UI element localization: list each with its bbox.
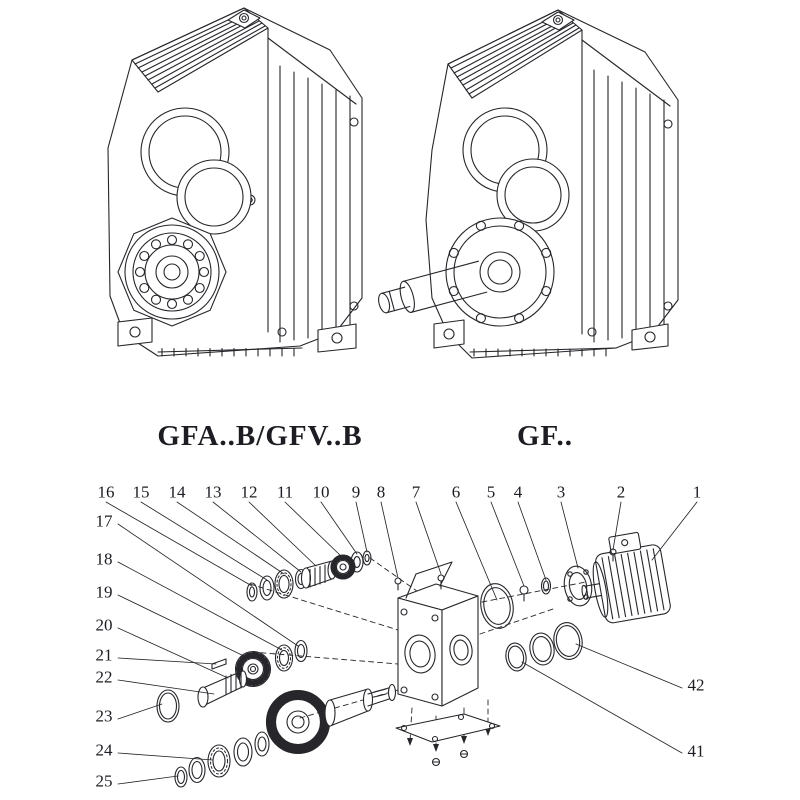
input-shaft-parts (246, 550, 372, 602)
callout-13: 13 (204, 482, 222, 502)
callout-14: 14 (168, 482, 186, 502)
callout-8: 8 (376, 482, 386, 502)
callout-10: 10 (312, 482, 330, 502)
callout-6: 6 (451, 482, 461, 502)
callout-4: 4 (513, 482, 523, 502)
callout-41: 41 (687, 741, 705, 761)
callout-16: 16 (97, 482, 115, 502)
motor (581, 531, 671, 624)
gearbox-gf-drawing (378, 9, 679, 359)
callout-24: 24 (95, 740, 113, 760)
callout-17: 17 (95, 511, 113, 531)
model-label-gfab: GFA..B/GFV..B (157, 420, 363, 452)
callout-21: 21 (95, 645, 113, 665)
gearbox-gfab-drawing (107, 7, 363, 357)
exploded-view-drawing (105, 501, 698, 788)
retaining-rings (505, 622, 583, 672)
callout-25: 25 (95, 771, 113, 791)
callout-9: 9 (351, 482, 361, 502)
callout-19: 19 (95, 582, 113, 602)
cover-plate (395, 699, 501, 767)
callout-11: 11 (276, 482, 294, 502)
flange-parts (480, 565, 593, 629)
callout-3: 3 (556, 482, 566, 502)
callout-15: 15 (132, 482, 150, 502)
output-shaft-parts (174, 683, 397, 788)
callout-22: 22 (95, 667, 113, 687)
callout-20: 20 (95, 615, 113, 635)
callout-2: 2 (616, 482, 626, 502)
leader-lines (105, 501, 698, 785)
callout-7: 7 (411, 482, 421, 502)
callout-23: 23 (95, 706, 113, 726)
output-shaft-stub (378, 260, 488, 314)
callout-1: 1 (692, 482, 702, 502)
model-label-gf: GF.. (516, 420, 574, 452)
housing (394, 561, 479, 707)
intermediate-shaft-parts (156, 639, 308, 723)
callout-42: 42 (687, 675, 705, 695)
callout-5: 5 (486, 482, 496, 502)
callout-18: 18 (95, 549, 113, 569)
callout-12: 12 (240, 482, 258, 502)
